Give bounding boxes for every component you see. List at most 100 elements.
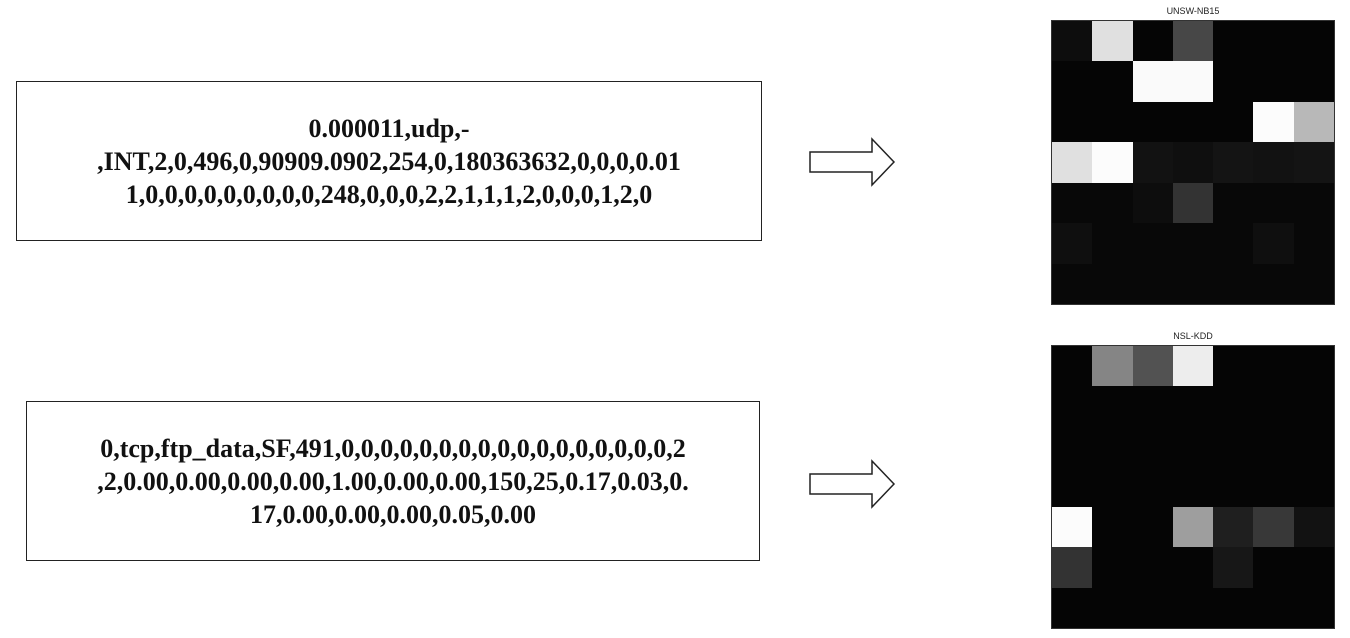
heatmap-cell	[1052, 223, 1093, 264]
heatmap-cell	[1293, 223, 1334, 264]
heatmap-cell	[1172, 346, 1214, 387]
heatmap-cell	[1253, 21, 1294, 62]
heatmap-cell	[1092, 21, 1133, 62]
heatmap-cell	[1253, 587, 1294, 628]
heatmap-cell	[1293, 142, 1334, 183]
unsw-record-line-3: 1,0,0,0,0,0,0,0,0,0,248,0,0,0,2,2,1,1,1,…	[125, 179, 653, 209]
heatmap-cell	[1092, 346, 1133, 387]
right-arrow-icon	[809, 137, 896, 187]
nsl-record-line-1: 0,tcp,ftp_data,SF,491,0,0,0,0,0,0,0,0,0,…	[100, 433, 686, 463]
heatmap-cell	[1132, 466, 1173, 508]
heatmap-cell	[1092, 547, 1133, 588]
heatmap-cell	[1132, 547, 1173, 588]
heatmap-cell	[1092, 263, 1133, 304]
heatmap-cell	[1132, 142, 1173, 183]
heatmap-cell	[1132, 61, 1173, 102]
heatmap-cell	[1172, 466, 1214, 508]
heatmap-cell	[1052, 466, 1093, 508]
heatmap-cell	[1293, 263, 1334, 304]
heatmap-cell	[1213, 101, 1254, 143]
heatmap-cell	[1052, 182, 1093, 224]
heatmap-cell	[1132, 21, 1173, 62]
heatmap-cell	[1293, 587, 1334, 628]
heatmap-cell	[1052, 101, 1093, 143]
right-arrow-icon	[809, 459, 896, 509]
heatmap-cell	[1253, 263, 1294, 304]
heatmap-cell	[1172, 142, 1214, 183]
heatmap-cell	[1052, 386, 1093, 427]
heatmap-cell	[1213, 507, 1254, 548]
nsl-record-line-3: 17,0.00,0.00,0.00,0.05,0.00	[250, 499, 536, 529]
heatmap-cell	[1172, 426, 1214, 467]
heatmap-cell	[1132, 182, 1173, 224]
heatmap-cell	[1293, 507, 1334, 548]
heatmap-cell	[1052, 263, 1093, 304]
heatmap-cell	[1293, 346, 1334, 387]
heatmap-cell	[1132, 587, 1173, 628]
heatmap-cell	[1213, 61, 1254, 102]
heatmap-cell	[1132, 507, 1173, 548]
unsw-heatmap-title: UNSW-NB15	[1166, 6, 1220, 16]
heatmap-cell	[1172, 21, 1214, 62]
heatmap-cell	[1052, 61, 1093, 102]
unsw-record-box: 0.000011,udp,- ,INT,2,0,496,0,90909.0902…	[16, 81, 762, 241]
heatmap-cell	[1092, 466, 1133, 508]
heatmap-cell	[1052, 547, 1093, 588]
nsl-record-box: 0,tcp,ftp_data,SF,491,0,0,0,0,0,0,0,0,0,…	[26, 401, 760, 561]
heatmap-cell	[1172, 182, 1214, 224]
heatmap-cell	[1052, 21, 1093, 62]
heatmap-cell	[1213, 263, 1254, 304]
heatmap-cell	[1052, 142, 1093, 183]
heatmap-cell	[1092, 386, 1133, 427]
heatmap-cell	[1293, 426, 1334, 467]
heatmap-cell	[1172, 587, 1214, 628]
heatmap-cell	[1253, 223, 1294, 264]
heatmap-cell	[1253, 466, 1294, 508]
heatmap-cell	[1213, 223, 1254, 264]
heatmap-cell	[1293, 466, 1334, 508]
nsl-heatmap	[1051, 345, 1335, 629]
heatmap-cell	[1253, 61, 1294, 102]
heatmap-cell	[1132, 346, 1173, 387]
heatmap-cell	[1092, 426, 1133, 467]
heatmap-cell	[1253, 426, 1294, 467]
heatmap-cell	[1213, 547, 1254, 588]
heatmap-cell	[1052, 507, 1093, 548]
heatmap-cell	[1092, 142, 1133, 183]
heatmap-cell	[1253, 182, 1294, 224]
heatmap-cell	[1132, 386, 1173, 427]
heatmap-cell	[1172, 507, 1214, 548]
heatmap-cell	[1253, 142, 1294, 183]
heatmap-cell	[1213, 21, 1254, 62]
heatmap-cell	[1092, 182, 1133, 224]
heatmap-cell	[1253, 101, 1294, 143]
heatmap-cell	[1172, 386, 1214, 427]
heatmap-cell	[1293, 547, 1334, 588]
heatmap-cell	[1213, 182, 1254, 224]
heatmap-cell	[1213, 142, 1254, 183]
heatmap-cell	[1092, 61, 1133, 102]
unsw-record-line-2: ,INT,2,0,496,0,90909.0902,254,0,18036363…	[97, 146, 681, 176]
heatmap-cell	[1253, 507, 1294, 548]
heatmap-cell	[1092, 507, 1133, 548]
heatmap-cell	[1092, 587, 1133, 628]
heatmap-cell	[1172, 223, 1214, 264]
heatmap-cell	[1172, 101, 1214, 143]
heatmap-cell	[1213, 466, 1254, 508]
heatmap-cell	[1132, 263, 1173, 304]
unsw-heatmap	[1051, 20, 1335, 305]
heatmap-cell	[1293, 61, 1334, 102]
heatmap-cell	[1293, 182, 1334, 224]
heatmap-cell	[1132, 223, 1173, 264]
heatmap-cell	[1172, 263, 1214, 304]
heatmap-cell	[1132, 426, 1173, 467]
heatmap-cell	[1092, 223, 1133, 264]
heatmap-cell	[1213, 346, 1254, 387]
heatmap-cell	[1293, 386, 1334, 427]
heatmap-cell	[1172, 61, 1214, 102]
heatmap-cell	[1052, 426, 1093, 467]
heatmap-cell	[1213, 426, 1254, 467]
nsl-heatmap-title: NSL-KDD	[1173, 331, 1213, 341]
unsw-record-line-1: 0.000011,udp,-	[308, 113, 470, 143]
heatmap-cell	[1253, 547, 1294, 588]
